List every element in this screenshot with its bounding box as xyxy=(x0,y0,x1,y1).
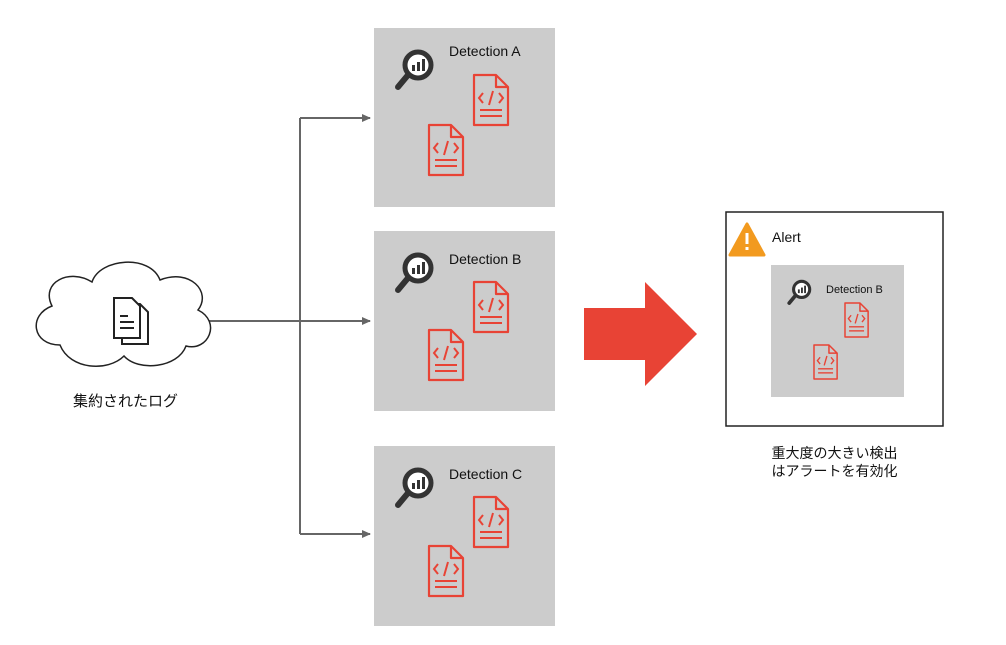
alert-detection-title: Detection B xyxy=(826,284,883,296)
detection-title: Detection C xyxy=(449,466,523,482)
detection-title: Detection A xyxy=(449,43,521,59)
source-label: 集約されたログ xyxy=(73,393,179,410)
alert-caption-line1: 重大度の大きい検出 xyxy=(771,445,898,461)
detection-b-box xyxy=(374,231,555,411)
warning-icon xyxy=(728,222,766,257)
alert-caption-line2: はアラートを有効化 xyxy=(771,463,898,479)
detection-a-box xyxy=(374,28,555,207)
detection-c-box xyxy=(374,446,555,626)
alert-title: Alert xyxy=(772,229,801,245)
documents-icon xyxy=(113,297,149,345)
detection-title: Detection B xyxy=(449,251,522,267)
flow-arrow xyxy=(584,282,697,386)
connector-lines xyxy=(198,114,371,538)
